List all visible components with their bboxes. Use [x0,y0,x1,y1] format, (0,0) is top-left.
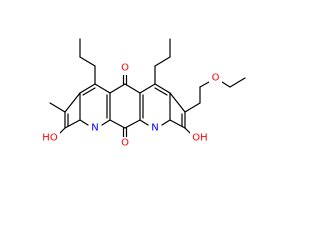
atom-n-right: N [149,122,161,135]
hydroxy-bonds [57,127,193,136]
ethoxymethyl-chain [184,77,246,113]
atom-o-quinone-bottom: O [119,137,131,150]
atom-label-o: O [121,138,129,149]
right-pyridine-ring [139,83,186,129]
chemical-structure: O O N N HO OH O [40,38,246,150]
atom-label-n: N [151,123,158,134]
left-pyridine-ring [64,83,111,129]
right-propyl-chain [154,38,171,85]
atom-label-o: O [121,63,129,74]
atom-oh-right: OH [190,132,210,145]
atom-oh-left: HO [40,132,60,145]
left-propyl-chain [79,38,96,85]
quinone-ring [109,72,141,140]
atom-o-ether: O [209,72,222,85]
methyl-group [49,102,66,113]
atom-n-left: N [89,122,101,135]
atom-label-oh: OH [192,133,207,144]
atom-label-n: N [91,123,98,134]
atom-label-o: O [212,73,220,84]
atom-o-quinone-top: O [119,62,131,75]
atom-label-ho: HO [42,133,58,144]
